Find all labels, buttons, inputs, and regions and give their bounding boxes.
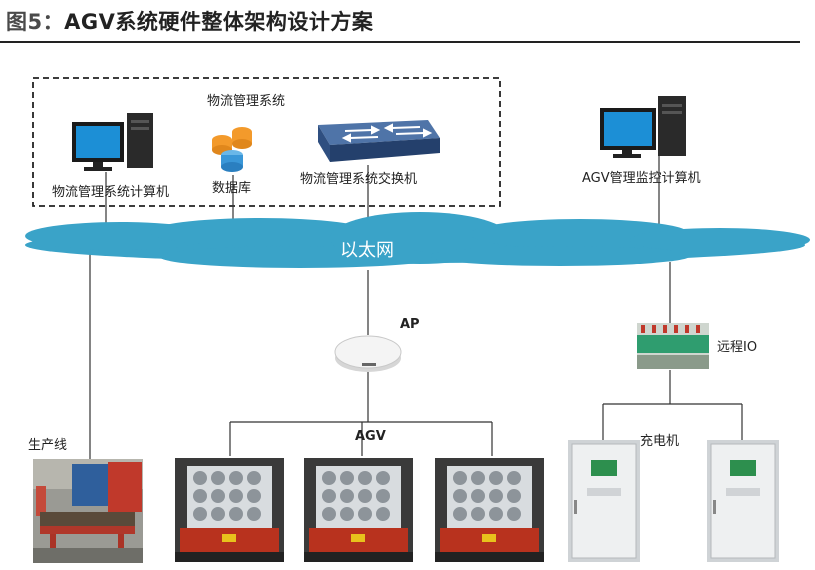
connection-lines (89, 150, 743, 462)
wms-group-box (32, 77, 501, 207)
agv-monitor-computer-label: AGV管理监控计算机 (582, 171, 701, 186)
figure-label: 图5： (6, 10, 65, 34)
charger-cabinet-1 (568, 440, 640, 562)
agv-label: AGV (355, 429, 386, 444)
wms-group-label: 物流管理系统 (207, 94, 286, 109)
wms-computer-icon (72, 113, 153, 171)
ethernet-label: 以太网 (340, 240, 394, 261)
switch-icon (318, 120, 440, 162)
figure-title-text: AGV系统硬件整体架构设计方案 (64, 10, 374, 34)
wms-computer-label: 物流管理系统计算机 (52, 185, 170, 200)
wms-switch-label: 物流管理系统交换机 (300, 172, 418, 187)
ethernet-cloud (25, 212, 810, 268)
agv-image-1 (175, 458, 284, 562)
agv-image-3 (435, 458, 544, 562)
monitor-computer-icon (600, 96, 686, 158)
agv-image-2 (304, 458, 413, 562)
remote-io-label: 远程IO (717, 340, 758, 355)
remote-io-icon (637, 323, 709, 369)
charger-cabinet-2 (707, 440, 779, 562)
title-rule (0, 41, 800, 43)
production-line-label: 生产线 (28, 438, 68, 453)
figure-title: 图5：AGV系统硬件整体架构设计方案 (6, 6, 373, 36)
production-line-image (33, 459, 143, 563)
database-label: 数据库 (212, 181, 252, 196)
ap-label: AP (400, 317, 420, 332)
ap-icon (334, 335, 402, 372)
database-icon (212, 127, 252, 172)
charger-label: 充电机 (640, 434, 680, 449)
